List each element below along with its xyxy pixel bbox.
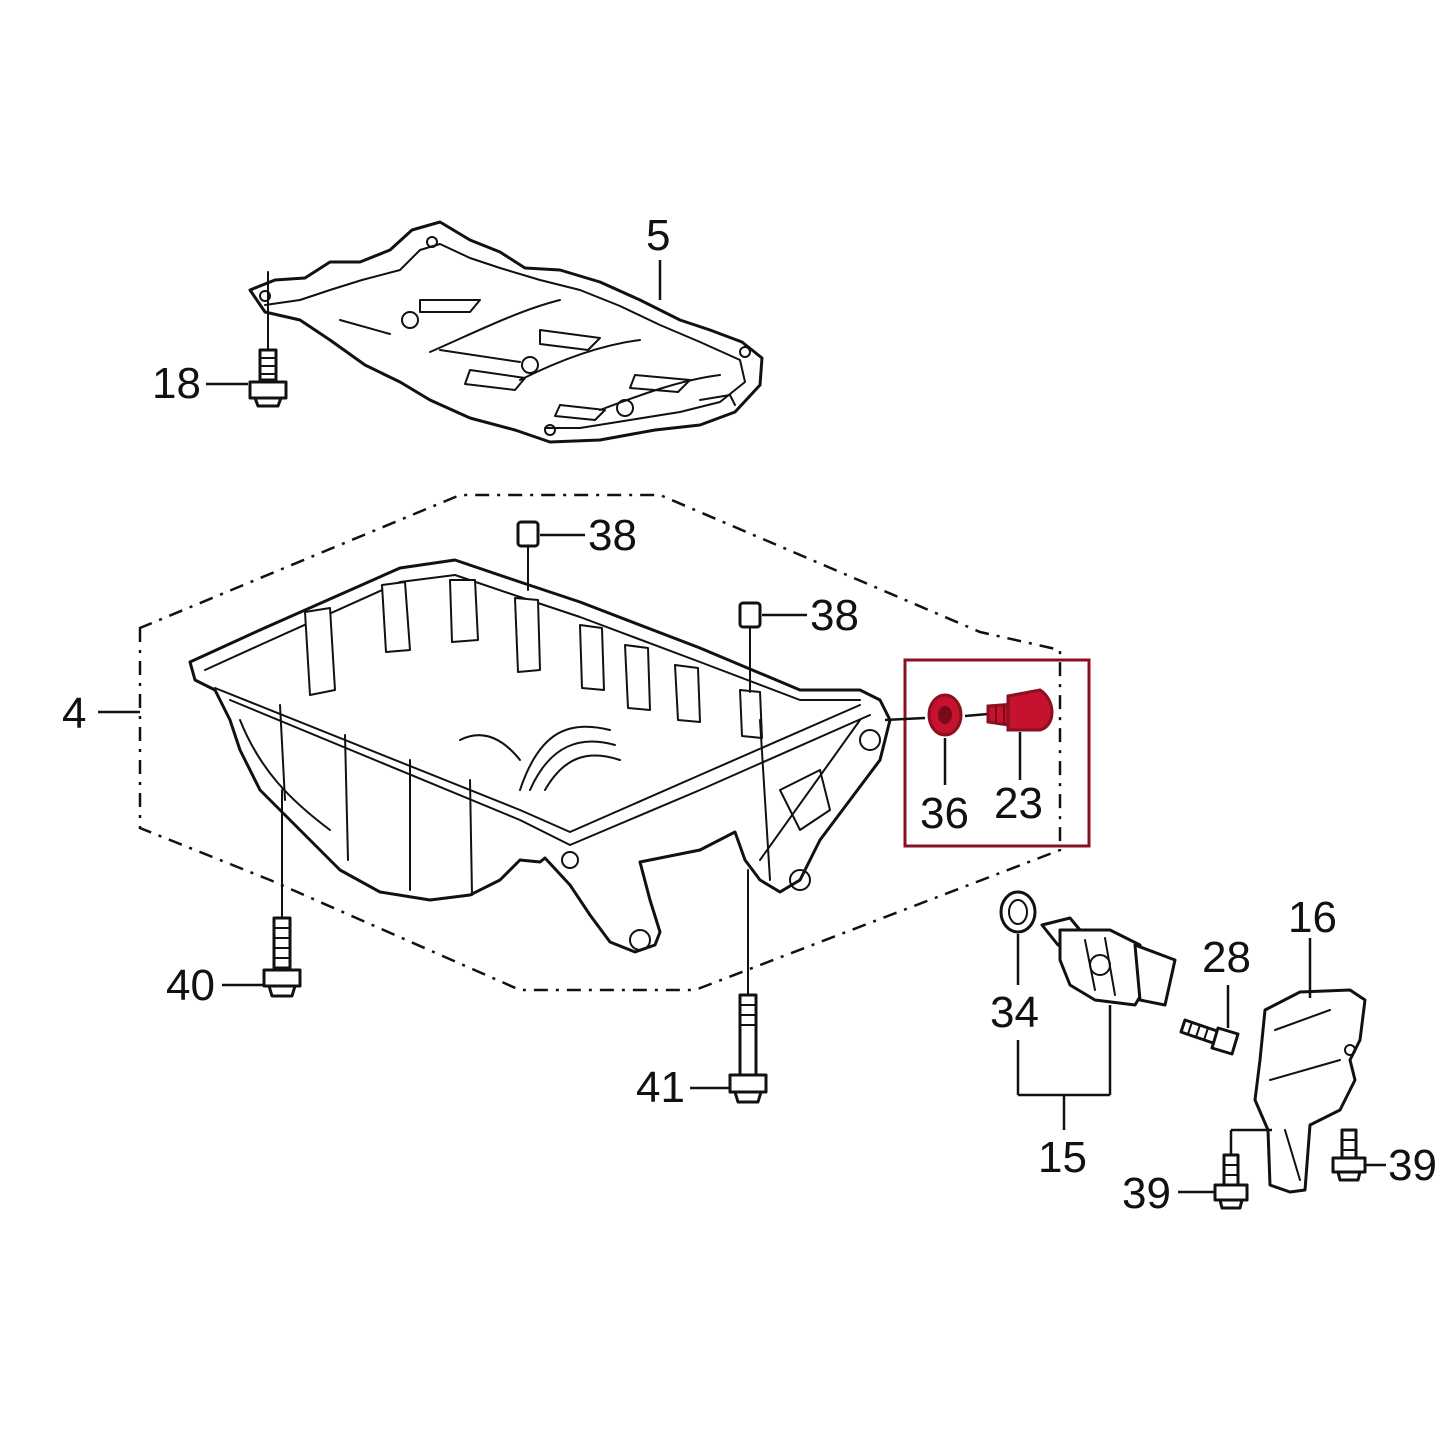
callout-18: 18	[152, 359, 201, 408]
bolt-part-28[interactable]	[1179, 985, 1240, 1056]
callout-40: 40	[166, 961, 215, 1010]
bolt-part-39-b[interactable]	[1331, 1128, 1386, 1182]
callout-34: 34	[990, 988, 1039, 1037]
callout-38-a: 38	[588, 511, 637, 560]
bolt-part-39-a[interactable]	[1178, 1128, 1272, 1210]
callout-4: 4	[62, 689, 86, 738]
highlight-box	[903, 658, 1091, 848]
callout-41: 41	[636, 1063, 685, 1112]
oil-pan-part-4[interactable]	[188, 558, 892, 954]
washer-part-36[interactable]	[884, 693, 963, 785]
callout-16: 16	[1288, 893, 1337, 942]
drain-bolt-part-23[interactable]	[964, 688, 1054, 780]
oil-level-sensor-part-15[interactable]	[1016, 916, 1177, 1130]
o-ring-part-34[interactable]	[999, 890, 1037, 985]
dowel-pin-part-38-b[interactable]	[738, 601, 807, 693]
callout-39-a: 39	[1122, 1169, 1171, 1218]
callout-38-b: 38	[810, 591, 859, 640]
callout-23: 23	[994, 779, 1043, 828]
bolt-part-41[interactable]	[690, 869, 768, 1104]
callout-28: 28	[1202, 933, 1251, 982]
bolt-part-18[interactable]	[248, 271, 288, 408]
cover-part-16[interactable]	[1253, 938, 1367, 1194]
callout-5: 5	[646, 211, 670, 260]
callout-15: 15	[1038, 1133, 1087, 1182]
dowel-pin-part-38-a[interactable]	[516, 520, 585, 591]
callout-39-b: 39	[1388, 1141, 1437, 1190]
bolt-part-40[interactable]	[222, 789, 302, 998]
oil-pan-outline	[138, 493, 1062, 992]
callout-36: 36	[920, 789, 969, 838]
baffle-plate-part-5[interactable]	[248, 220, 764, 444]
